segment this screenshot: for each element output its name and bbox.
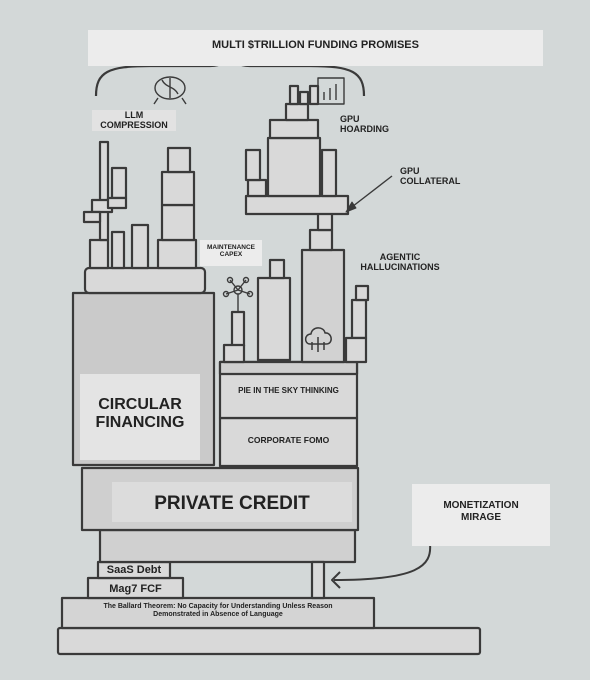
- mirage-banner: [412, 484, 550, 546]
- cf-top-slab: [83, 266, 207, 295]
- pie-sky-top: [218, 360, 359, 376]
- ballard-theorem-label: The Ballard Theorem: No Capacity for Und…: [103, 603, 333, 619]
- maintenance-banner: [200, 240, 262, 266]
- gpu-hoarding-label: GPU HOARDING: [340, 114, 389, 135]
- llm-compression-label: LLM COMPRESSION: [92, 110, 176, 131]
- corporate-fomo-label: CORPORATE FOMO: [247, 435, 330, 445]
- collateral-arrow: [347, 175, 393, 211]
- pie-in-the-sky-label: PIE IN THE SKY THINKING: [238, 386, 339, 395]
- cloud-upload-icon: [304, 327, 332, 352]
- private-credit-label: PRIVATE CREDIT: [154, 493, 310, 514]
- mirage-arrow: [333, 543, 432, 581]
- gpu-collateral-label: GPU COLLATERAL: [400, 166, 461, 187]
- circular-financing-label: CIRCULAR FINANCING: [95, 396, 185, 432]
- bar-chart-icon: [317, 77, 345, 105]
- private-credit-banner: [112, 482, 352, 522]
- brain-icon: [153, 76, 187, 105]
- ground-slab: [56, 626, 482, 656]
- saas-debt-label: SaaS Debt: [106, 564, 162, 576]
- theorem-block: [60, 596, 376, 630]
- monetization-mirage-label: MONETIZATION MIRAGE: [443, 500, 519, 523]
- maintenance-capex-label: MAINTENANCE CAPEX: [206, 244, 256, 259]
- circular-financing-banner: [80, 374, 200, 460]
- funding-banner: [88, 30, 543, 66]
- agentic-hallucinations-label: AGENTIC HALLUCINATIONS: [360, 252, 440, 273]
- support-post: [310, 560, 326, 600]
- support-block: [98, 528, 357, 564]
- mag7-fcf-label: Mag7 FCF: [109, 583, 162, 595]
- network-icon: [222, 276, 254, 312]
- funding-label: MULTI $TRILLION FUNDING PROMISES: [212, 39, 419, 51]
